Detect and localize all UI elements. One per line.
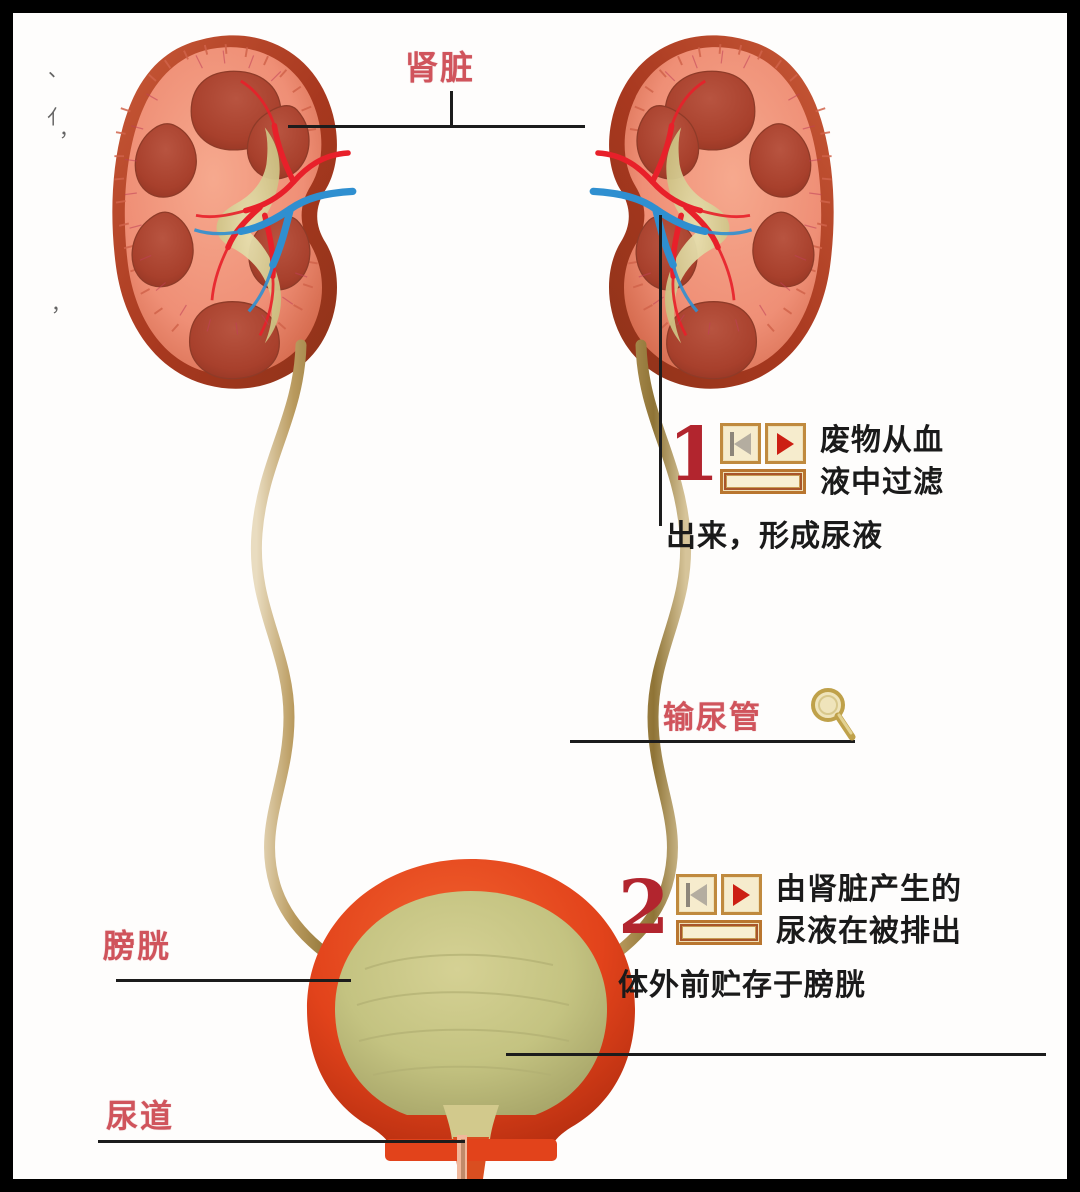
step-2-number: 2 <box>618 865 670 951</box>
step-next-icon <box>721 874 762 915</box>
step-1-text-line1: 废物从血 <box>820 423 944 458</box>
bladder-graphic <box>307 859 635 1179</box>
label-kidney: 肾脏 <box>405 48 475 87</box>
right-ureter <box>573 339 692 981</box>
step-1-icon <box>720 423 806 494</box>
label-urethra: 尿道 <box>106 1097 175 1135</box>
step-1-text-line2: 液中过滤 <box>820 465 944 500</box>
kidney-leader-line-left <box>288 125 585 128</box>
step1-leader-line <box>659 215 662 526</box>
edge-mark-2: 亻 <box>47 105 67 129</box>
edge-mark-3: ， <box>59 117 79 141</box>
step-bar-icon <box>720 469 806 494</box>
bladder-leader-line <box>116 979 351 982</box>
step-2-text-line1: 由肾脏产生的 <box>776 872 962 907</box>
ureter-leader-line <box>570 740 855 743</box>
label-ureter: 输尿管 <box>663 700 762 736</box>
right-kidney-graphic <box>593 35 833 388</box>
bladder-content-leader-line <box>506 1053 1046 1056</box>
step-2-text-line3: 体外前贮存于膀胱 <box>618 968 866 1003</box>
magnifier-icon <box>811 688 856 741</box>
urethra-leader-line <box>98 1140 465 1143</box>
left-kidney-graphic <box>112 35 352 388</box>
step-2-icon <box>676 874 762 945</box>
kidney-leader-line-right <box>450 125 585 128</box>
step-2-text-line2: 尿液在被排出 <box>776 914 962 949</box>
left-ureter <box>250 339 369 981</box>
urinary-system-illustration <box>13 13 1067 1179</box>
kidney-leader-stem <box>450 91 453 125</box>
step-1-text-line3: 出来，形成尿液 <box>666 519 883 554</box>
step-bar-icon <box>676 920 762 945</box>
step-prev-icon <box>676 874 717 915</box>
step-next-icon <box>765 423 806 464</box>
edge-mark-1: 、 <box>48 57 68 81</box>
step-1-number: 1 <box>668 412 720 498</box>
label-bladder: 膀胱 <box>103 927 172 965</box>
step-prev-icon <box>720 423 761 464</box>
diagram-canvas: 肾脏 输尿管 膀胱 尿道 1 <box>13 13 1067 1179</box>
edge-mark-4: ， <box>51 292 71 316</box>
